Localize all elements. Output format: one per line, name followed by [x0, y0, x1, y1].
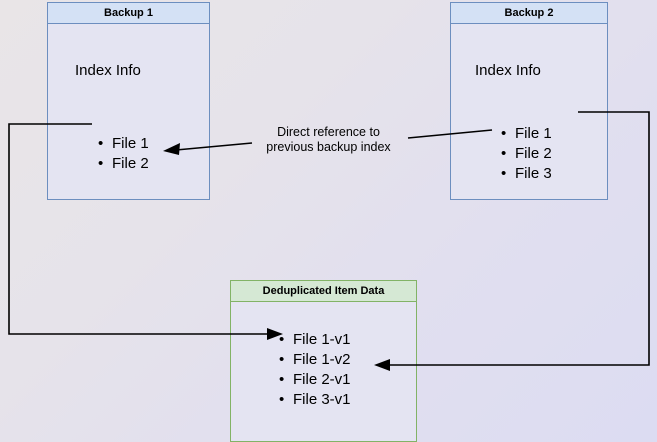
- list-item: File 3: [501, 164, 552, 184]
- list-item: File 3-v1: [279, 390, 351, 410]
- list-item: File 1: [98, 134, 149, 154]
- backup-2-title: Backup 2: [451, 3, 607, 24]
- list-item: File 2: [98, 154, 149, 174]
- list-item: File 2: [501, 144, 552, 164]
- list-item: File 1-v1: [279, 330, 351, 350]
- backup-1-title: Backup 1: [48, 3, 209, 24]
- backup-1-box[interactable]: Backup 1 Index Info File 1 File 2: [47, 2, 210, 200]
- deduplicated-item-data-title: Deduplicated Item Data: [231, 281, 416, 302]
- deduplicated-item-data-body: File 1-v1 File 1-v2 File 2-v1 File 3-v1: [231, 302, 416, 441]
- direct-reference-annotation: Direct reference to previous backup inde…: [251, 125, 406, 155]
- deduplicated-item-list: File 1-v1 File 1-v2 File 2-v1 File 3-v1: [279, 330, 351, 410]
- backup-2-index-info-label: Index Info: [475, 62, 541, 79]
- list-item: File 2-v1: [279, 370, 351, 390]
- backup-2-box[interactable]: Backup 2 Index Info File 1 File 2 File 3: [450, 2, 608, 200]
- annotation-line-2: previous backup index: [266, 140, 391, 154]
- list-item: File 1-v2: [279, 350, 351, 370]
- backup-1-file-list: File 1 File 2: [98, 134, 149, 174]
- backup-2-body: Index Info File 1 File 2 File 3: [451, 24, 607, 199]
- list-item: File 1: [501, 124, 552, 144]
- backup-1-body: Index Info File 1 File 2: [48, 24, 209, 199]
- backup-1-index-info-label: Index Info: [75, 62, 141, 79]
- deduplicated-item-data-box[interactable]: Deduplicated Item Data File 1-v1 File 1-…: [230, 280, 417, 442]
- backup-2-file-list: File 1 File 2 File 3: [501, 124, 552, 184]
- annotation-line-1: Direct reference to: [277, 125, 380, 139]
